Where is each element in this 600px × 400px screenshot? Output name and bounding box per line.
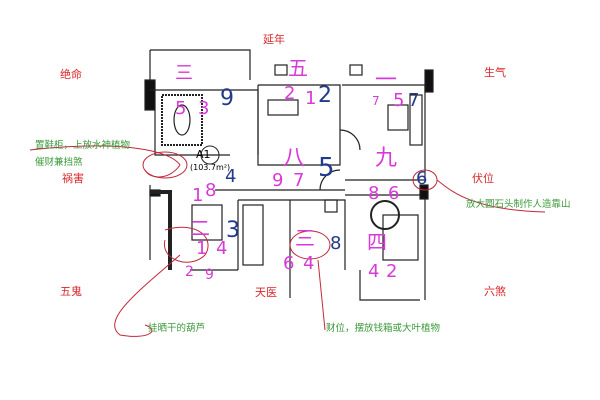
mark: 五 xyxy=(288,56,308,80)
mark: 6 xyxy=(283,253,295,274)
unit-label: A1 xyxy=(196,148,211,161)
mark: 八 xyxy=(283,146,306,171)
mark: 3 xyxy=(226,218,240,243)
direction-northeast: 生气 xyxy=(484,66,506,79)
mark: 四 xyxy=(367,230,387,254)
note-gourd: 挂晒干的葫芦 xyxy=(148,323,206,334)
note-stone: 放大圆石头制作人造靠山 xyxy=(466,199,571,210)
mark: 4 xyxy=(368,261,380,282)
mark: 6 xyxy=(388,183,400,204)
mark: 8 xyxy=(205,180,217,201)
mark: 6 xyxy=(416,168,428,189)
mark: 5 xyxy=(318,153,335,183)
mark: 9 xyxy=(205,267,214,283)
direction-north: 延年 xyxy=(263,33,285,46)
mark: 9 xyxy=(272,170,284,191)
mark: 5 xyxy=(393,90,405,111)
mark: 三 xyxy=(295,226,315,250)
area-label: (103.7m²) xyxy=(190,163,231,172)
mark: 3 xyxy=(198,98,210,119)
mark: 4 xyxy=(303,253,315,274)
mark: 7 xyxy=(408,90,420,111)
mark: 三 xyxy=(175,63,193,84)
mark: 8 xyxy=(330,233,342,254)
mark: 一 xyxy=(375,68,398,93)
mark: 2 xyxy=(185,264,194,280)
direction-southwest: 五鬼 xyxy=(60,285,82,298)
mark: 二 xyxy=(190,216,210,240)
mark: 7 xyxy=(293,170,305,191)
note-shoe-cabinet: 置鞋柜，上放水神植物 xyxy=(35,140,131,151)
mark: 4 xyxy=(216,238,228,259)
direction-west: 祸害 xyxy=(62,172,84,185)
note-wealth-position: 财位，摆放钱箱或大叶植物 xyxy=(326,323,441,334)
direction-east: 伏位 xyxy=(472,172,494,185)
mark: 5 xyxy=(175,98,187,119)
mark: 1 xyxy=(192,185,204,206)
mark: 8 xyxy=(368,183,380,204)
mark: 9 xyxy=(220,86,234,111)
direction-southeast: 六煞 xyxy=(484,285,506,298)
mark: 1 xyxy=(305,88,317,109)
mark: 7 xyxy=(372,94,380,108)
note-wealth-block: 催财兼挡煞 xyxy=(35,157,83,168)
direction-south: 天医 xyxy=(255,286,277,299)
mark: 2 xyxy=(386,261,398,282)
mark: 2 xyxy=(284,83,296,104)
mark: 1 xyxy=(196,238,208,259)
direction-northwest: 绝命 xyxy=(60,68,82,81)
mark: 2 xyxy=(318,83,332,108)
mark: 九 xyxy=(375,146,398,171)
mark: 4 xyxy=(225,166,237,187)
